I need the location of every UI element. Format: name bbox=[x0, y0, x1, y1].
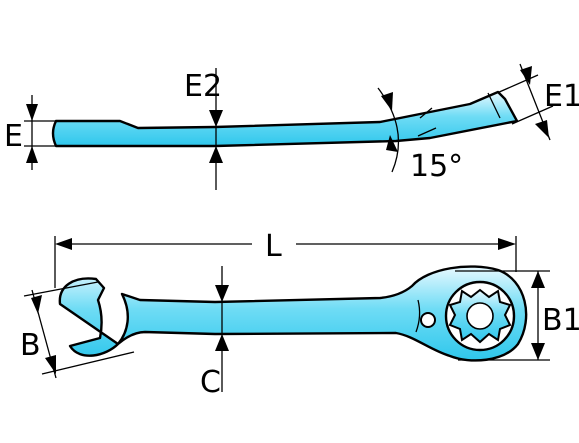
wrench-top-outline bbox=[58, 265, 528, 362]
dimension-b: B bbox=[20, 281, 135, 379]
dimension-b1: B1 bbox=[455, 270, 579, 361]
label-e1: E1 bbox=[544, 79, 579, 114]
head-edge-line bbox=[487, 92, 501, 119]
dimension-c: C bbox=[200, 266, 229, 400]
label-angle: 15° bbox=[410, 149, 463, 184]
label-c: C bbox=[200, 365, 221, 400]
dimension-angle: 15° bbox=[377, 87, 463, 184]
ratchet-detail-lines bbox=[417, 107, 437, 137]
label-l: L bbox=[265, 229, 282, 264]
wrench-side-profile bbox=[51, 90, 519, 148]
label-b: B bbox=[20, 328, 41, 363]
side-view: E E2 E1 15° bbox=[4, 63, 579, 190]
label-e2: E2 bbox=[184, 69, 222, 104]
dimension-e1: E1 bbox=[496, 63, 579, 141]
top-view: L B C B1 bbox=[20, 229, 579, 400]
dimension-e2: E2 bbox=[184, 68, 223, 190]
ratchet-ring bbox=[444, 280, 516, 352]
dimension-l: L bbox=[54, 229, 517, 288]
label-e: E bbox=[4, 119, 23, 154]
ratchet-lever bbox=[415, 299, 436, 333]
label-b1: B1 bbox=[542, 303, 579, 338]
dimension-e: E bbox=[4, 95, 62, 170]
